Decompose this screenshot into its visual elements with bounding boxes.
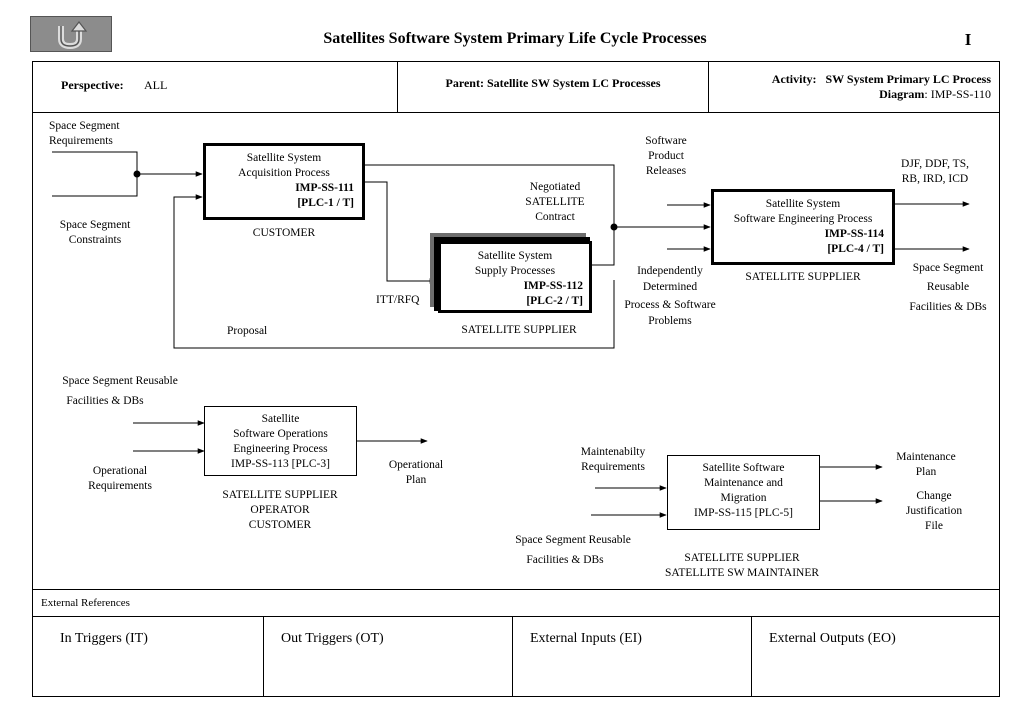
perspective-label: Perspective: xyxy=(61,78,124,92)
flow-label: Problems xyxy=(648,315,692,327)
activity-value: SW System Primary LC Process xyxy=(825,72,991,86)
page-label: I xyxy=(964,30,972,49)
parent-cell: Parent: Satellite SW System LC Processes xyxy=(398,62,709,112)
flow-label: Facilities & DBs xyxy=(909,301,987,313)
actor-label: SATELLITE SW MAINTAINER xyxy=(664,567,820,579)
flow-label: File xyxy=(925,520,943,532)
flow-label: Negotiated xyxy=(529,181,581,193)
flow-label: Constraints xyxy=(68,234,122,246)
out-triggers-label: Out Triggers (OT) xyxy=(281,631,384,646)
diagram-label: Diagram xyxy=(879,87,925,101)
process-code: [PLC-2 / T] xyxy=(526,295,583,307)
flow-label: Plan xyxy=(915,466,937,478)
process-line: Software Engineering Process xyxy=(733,213,873,225)
actor-label: OPERATOR xyxy=(250,504,310,516)
u-turn-up-arrow-icon xyxy=(58,21,88,50)
process-line: Engineering Process xyxy=(233,443,328,455)
process-code: [PLC-1 / T] xyxy=(297,197,354,209)
process-box-imp-ss-115[interactable]: Satellite Software Maintenance and Migra… xyxy=(667,455,820,530)
flow-label: Process & Software xyxy=(624,299,716,311)
external-outputs-label: External Outputs (EO) xyxy=(769,631,896,646)
external-references-title: External References xyxy=(41,597,130,609)
process-line: Satellite xyxy=(261,413,300,425)
process-box-imp-ss-113[interactable]: Satellite Software Operations Engineerin… xyxy=(204,406,357,476)
flow-label: Independently xyxy=(637,265,703,277)
flow-label: Requirements xyxy=(581,461,645,473)
perspective-value: ALL xyxy=(144,78,168,92)
flow-label: Maintenabilty xyxy=(580,446,646,458)
actor-label: CUSTOMER xyxy=(248,519,312,531)
process-id: IMP-SS-115 [PLC-5] xyxy=(694,507,793,519)
diagram-line: Diagram: IMP-SS-110 xyxy=(879,87,991,102)
in-triggers-cell[interactable]: In Triggers (IT) xyxy=(33,617,264,697)
flow-label: Contract xyxy=(535,211,575,223)
actor-label: SATELLITE SUPPLIER xyxy=(684,552,800,564)
activity-line: Activity: SW System Primary LC Process xyxy=(772,72,991,87)
flow-label: Reusable xyxy=(926,281,970,293)
process-line: Acquisition Process xyxy=(238,167,330,179)
process-id: IMP-SS-111 xyxy=(295,182,354,194)
process-id: IMP-SS-112 xyxy=(523,280,583,292)
diagram-header: Perspective: ALL Parent: Satellite SW Sy… xyxy=(32,61,1000,113)
process-line: Satellite Software xyxy=(702,462,785,474)
flow-label: Space Segment Reusable xyxy=(62,375,178,387)
flow-label: Product xyxy=(648,150,684,162)
actor-label: SATELLITE SUPPLIER xyxy=(461,324,577,336)
flow-label: Maintenance xyxy=(896,451,956,463)
flow-label: Determined xyxy=(642,281,698,293)
flow-label: Plan xyxy=(405,474,427,486)
flow-label: Justification xyxy=(905,505,963,517)
out-triggers-cell[interactable]: Out Triggers (OT) xyxy=(264,617,513,697)
flow-label: DJF, DDF, TS, xyxy=(901,158,969,170)
flow-label: Requirements xyxy=(49,135,113,147)
page-title: Satellites Software System Primary Life … xyxy=(323,30,707,47)
divider xyxy=(33,616,999,617)
process-line: Satellite System xyxy=(765,198,841,210)
flow-label: Operational xyxy=(388,459,444,471)
flow-label: Facilities & DBs xyxy=(526,554,604,566)
flow-label: Requirements xyxy=(88,480,152,492)
external-inputs-label: External Inputs (EI) xyxy=(530,631,642,646)
parent-text: Parent: Satellite SW System LC Processes xyxy=(445,76,661,90)
flow-label: RB, IRD, ICD xyxy=(901,173,969,185)
perspective-cell: Perspective: ALL xyxy=(33,62,398,112)
flow-label: Software xyxy=(645,135,687,147)
diagram-value: : IMP-SS-110 xyxy=(924,87,991,101)
activity-label: Activity: xyxy=(771,72,817,86)
flow-label: Facilities & DBs xyxy=(66,395,144,407)
flow-label: Space Segment Reusable xyxy=(515,534,631,546)
flow-label: ITT/RFQ xyxy=(376,294,420,306)
up-level-button[interactable] xyxy=(30,16,112,52)
process-line: Maintenance and xyxy=(704,477,783,489)
flow-label: Space Segment xyxy=(49,120,120,132)
process-line: Migration xyxy=(720,492,767,504)
in-triggers-label: In Triggers (IT) xyxy=(60,631,148,646)
external-outputs-cell[interactable]: External Outputs (EO) xyxy=(752,617,999,697)
process-box-imp-ss-111[interactable]: Satellite System Acquisition Process IMP… xyxy=(203,143,365,220)
flow-label: Change xyxy=(916,490,952,502)
external-inputs-cell[interactable]: External Inputs (EI) xyxy=(513,617,752,697)
actor-label: CUSTOMER xyxy=(252,227,316,239)
process-line: Satellite System xyxy=(246,152,322,164)
flow-label: SATELLITE xyxy=(525,196,585,208)
process-line: Supply Processes xyxy=(474,265,556,277)
process-line: Software Operations xyxy=(233,428,328,440)
process-box-imp-ss-114[interactable]: Satellite System Software Engineering Pr… xyxy=(711,189,895,265)
flow-label: Operational xyxy=(92,465,148,477)
actor-label: SATELLITE SUPPLIER xyxy=(222,489,338,501)
flow-label: Proposal xyxy=(227,325,268,337)
activity-cell: Activity: SW System Primary LC Process D… xyxy=(709,62,999,112)
process-id: IMP-SS-113 [PLC-3] xyxy=(231,458,330,470)
external-references-panel: External References In Triggers (IT) Out… xyxy=(32,589,1000,697)
process-line: Satellite System xyxy=(477,250,553,262)
flow-label: Space Segment xyxy=(59,219,131,231)
process-code: [PLC-4 / T] xyxy=(827,243,884,255)
process-box-imp-ss-112[interactable]: Satellite System Supply Processes IMP-SS… xyxy=(438,241,592,313)
flow-label: Space Segment xyxy=(912,262,984,274)
actor-label: SATELLITE SUPPLIER xyxy=(745,271,861,283)
process-id: IMP-SS-114 xyxy=(824,228,884,240)
flow-label: Releases xyxy=(645,165,687,177)
